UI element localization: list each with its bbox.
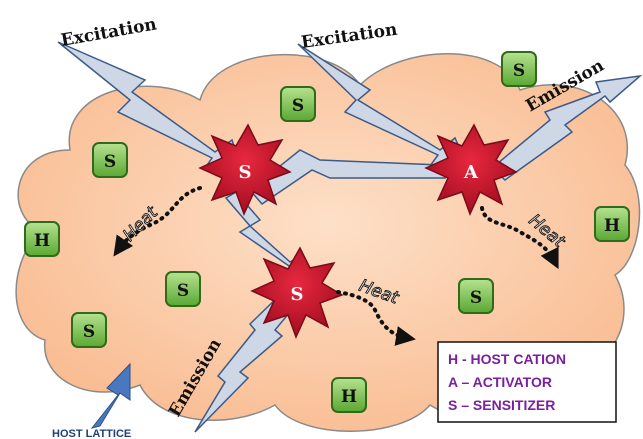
activator-label: A [463, 162, 479, 183]
legend-host-cation: H - HOST CATION [448, 351, 566, 367]
ion-box: S [92, 142, 128, 178]
ion-box-label: S [83, 322, 95, 342]
heat-arrow-right [480, 206, 559, 270]
legend-sensitizer: S – SENSITIZER [448, 397, 555, 413]
host-lattice-arrow-icon [90, 362, 131, 429]
sensitizer-burst-bottom [250, 246, 344, 339]
heat-arrow-left [113, 186, 202, 257]
ion-box-label: H [34, 231, 50, 251]
ion-box-label: S [104, 152, 116, 172]
ion-box: S [280, 86, 316, 122]
activator-burst [424, 123, 518, 216]
host-lattice-label: HOST LATTICE [52, 428, 131, 439]
legend-activator: A – ACTIVATOR [448, 374, 552, 390]
ion-box-label: H [604, 216, 620, 236]
ion-box: S [501, 51, 537, 87]
ion-box-label: S [292, 96, 304, 116]
ion-box-label: H [341, 387, 357, 407]
excitation-label-right: Excitation [300, 20, 399, 53]
ion-box-label: S [513, 61, 525, 81]
legend: H - HOST CATION A – ACTIVATOR S – SENSIT… [437, 341, 617, 423]
excitation-label-left: Excitation [59, 14, 158, 51]
ion-box: S [165, 271, 201, 307]
ion-box: H [594, 206, 630, 242]
ion-box: H [331, 377, 367, 413]
ion-box: S [458, 278, 494, 314]
transfer-bolt-s-to-a [248, 149, 447, 205]
ion-box: S [71, 312, 107, 348]
sensitizer-label-top: S [239, 162, 252, 183]
heat-arrow-bottom [336, 290, 416, 346]
ion-box-label: S [177, 281, 189, 301]
emission-bolt-bottom [194, 289, 302, 433]
ion-box-label: S [470, 288, 482, 308]
sensitizer-burst-top [198, 123, 292, 216]
ion-box: H [24, 221, 60, 257]
emission-bolt-right [490, 74, 643, 181]
sensitizer-label-bottom: S [291, 284, 304, 305]
